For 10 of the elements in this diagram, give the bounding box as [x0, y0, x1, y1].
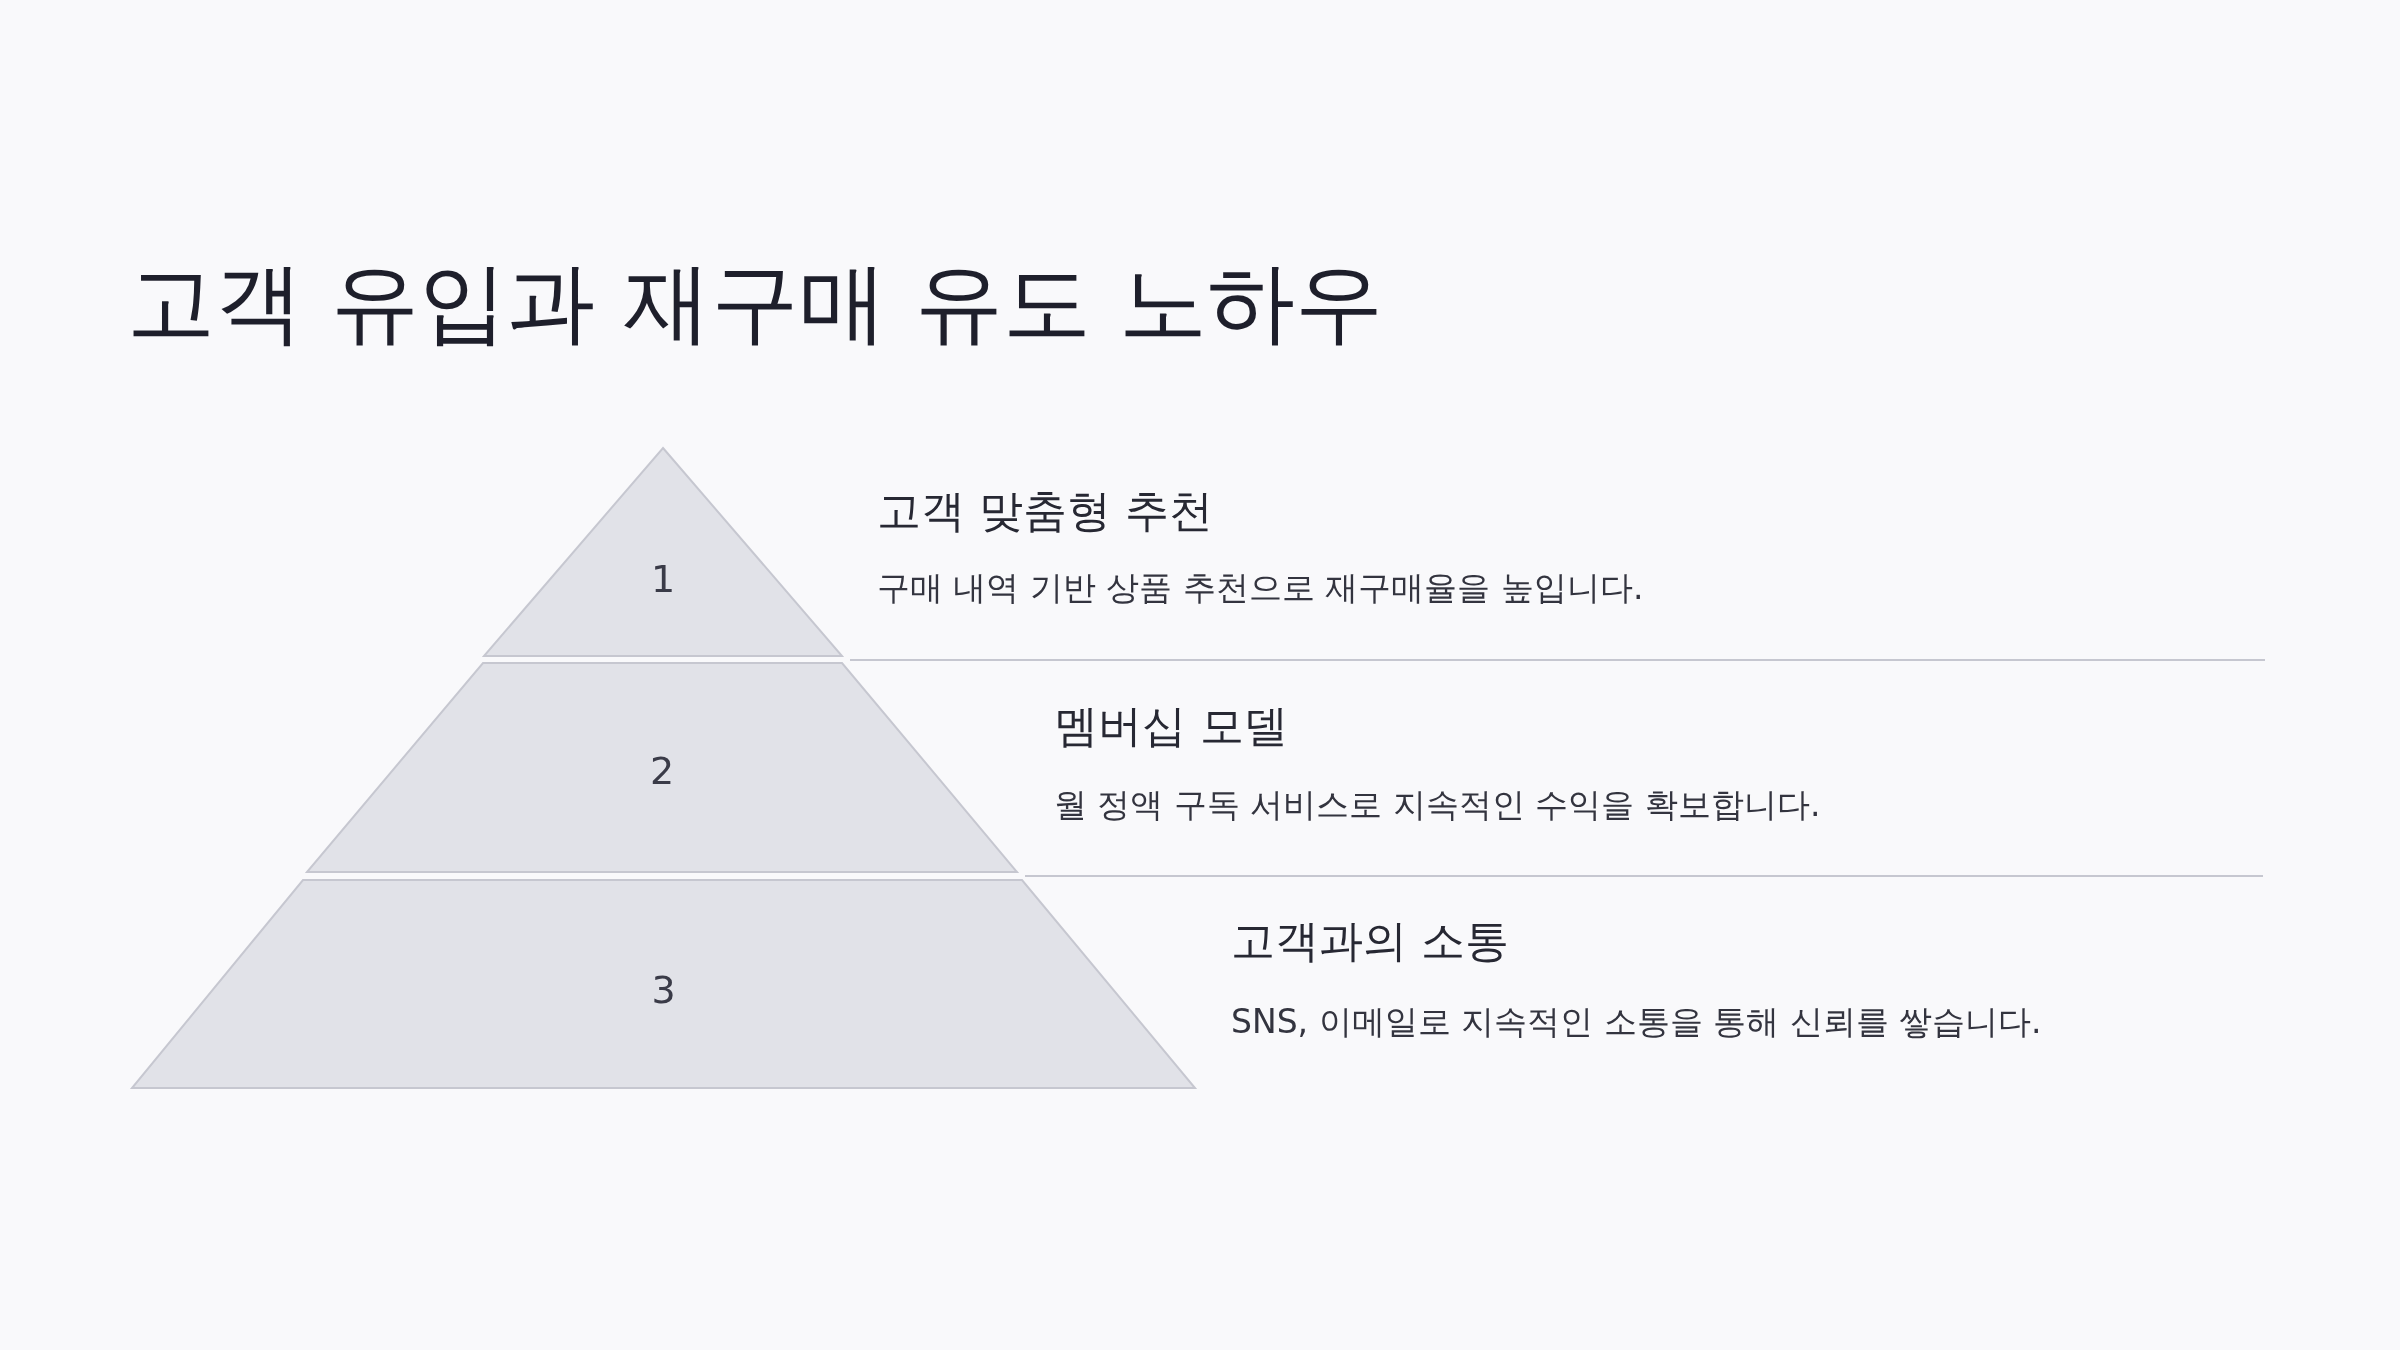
title: 고객 유입과 재구매 유도 노하우 [127, 255, 1383, 352]
layer-number: 2 [649, 749, 675, 793]
layer-description: 월 정액 구독 서비스로 지속적인 수익을 확보합니다. [1054, 784, 1821, 826]
layer-number: 3 [651, 968, 676, 1012]
layer-description: 구매 내역 기반 상품 추천으로 재구매율을 높입니다. [877, 567, 1644, 609]
layer-heading: 고객과의 소통 [1231, 914, 1509, 968]
layer-description: SNS, 이메일로 지속적인 소통을 통해 신뢰를 쌓습니다. [1231, 1001, 2042, 1043]
layer-number: 1 [650, 557, 676, 601]
layer-heading: 고객 맞춤형 추천 [877, 484, 1213, 538]
layer-heading: 멤버십 모델 [1054, 699, 1288, 753]
